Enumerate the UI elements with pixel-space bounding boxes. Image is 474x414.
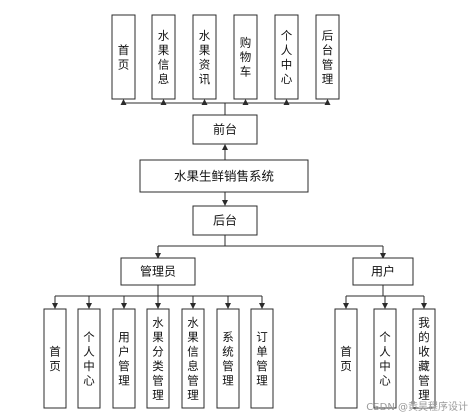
watermark-text: CSDN @黄昊程序设计 bbox=[366, 400, 468, 413]
admin-module-home: 首页 bbox=[43, 308, 67, 409]
user-module-favorites-management: 我的收藏管理 bbox=[412, 308, 436, 409]
frontend-module-admin: 后台管理 bbox=[315, 14, 340, 100]
admin-module-order-management-label: 订单管理 bbox=[256, 330, 268, 388]
role-admin-node: 管理员 bbox=[120, 257, 196, 286]
admin-module-fruit-category-management-label: 水果分类管理 bbox=[152, 315, 164, 402]
admin-module-system-management: 系统管理 bbox=[216, 308, 240, 409]
admin-module-connectors bbox=[52, 285, 265, 309]
frontend-module-admin-label: 后台管理 bbox=[322, 28, 334, 86]
frontend-module-fruit-news: 水果资讯 bbox=[192, 14, 217, 100]
frontend-modules: 首页 水果信息 水果资讯 购物车 个人中心 后台管理 bbox=[111, 14, 340, 100]
backend-role-connectors bbox=[155, 235, 386, 259]
admin-modules: 首页 个人中心 用户管理 水果分类管理 水果信息管理 系统管理 订单管理 bbox=[43, 308, 274, 409]
role-user-label: 用户 bbox=[371, 264, 395, 279]
admin-module-home-label: 首页 bbox=[49, 344, 61, 373]
admin-module-order-management: 订单管理 bbox=[250, 308, 274, 409]
admin-module-fruit-info-management-label: 水果信息管理 bbox=[187, 315, 199, 402]
user-module-home-label: 首页 bbox=[340, 344, 352, 373]
system-node: 水果生鲜销售系统 bbox=[139, 159, 309, 193]
user-module-connectors bbox=[343, 285, 427, 309]
frontend-module-fruit-info-label: 水果信息 bbox=[158, 28, 170, 86]
frontend-module-personal-center-label: 个人中心 bbox=[281, 28, 293, 86]
backend-node-label: 后台 bbox=[213, 213, 237, 228]
user-module-favorites-management-label: 我的收藏管理 bbox=[418, 315, 430, 402]
system-node-label: 水果生鲜销售系统 bbox=[174, 169, 274, 184]
frontend-node: 前台 bbox=[192, 114, 258, 145]
user-module-personal-center-label: 个人中心 bbox=[379, 330, 391, 388]
backend-node: 后台 bbox=[192, 205, 258, 236]
admin-module-personal-center: 个人中心 bbox=[77, 308, 101, 409]
admin-module-system-management-label: 系统管理 bbox=[222, 330, 234, 388]
admin-module-fruit-info-management: 水果信息管理 bbox=[181, 308, 205, 409]
user-module-home: 首页 bbox=[334, 308, 358, 409]
user-module-personal-center: 个人中心 bbox=[373, 308, 397, 409]
frontend-module-cart: 购物车 bbox=[233, 14, 258, 100]
admin-module-fruit-category-management: 水果分类管理 bbox=[146, 308, 170, 409]
admin-module-user-management-label: 用户管理 bbox=[118, 330, 130, 388]
frontend-node-label: 前台 bbox=[213, 122, 237, 137]
frontend-module-fruit-info: 水果信息 bbox=[151, 14, 176, 100]
frontend-module-fruit-news-label: 水果资讯 bbox=[199, 28, 211, 86]
admin-module-user-management: 用户管理 bbox=[112, 308, 136, 409]
frontend-module-personal-center: 个人中心 bbox=[274, 14, 299, 100]
user-modules: 首页 个人中心 我的收藏管理 bbox=[334, 308, 436, 409]
frontend-module-home-label: 首页 bbox=[118, 43, 130, 72]
role-user-node: 用户 bbox=[352, 257, 414, 286]
frontend-module-home: 首页 bbox=[111, 14, 136, 100]
frontend-module-cart-label: 购物车 bbox=[240, 36, 252, 79]
frontend-connectors bbox=[120, 99, 331, 115]
role-admin-label: 管理员 bbox=[140, 264, 176, 279]
admin-module-personal-center-label: 个人中心 bbox=[83, 330, 95, 388]
